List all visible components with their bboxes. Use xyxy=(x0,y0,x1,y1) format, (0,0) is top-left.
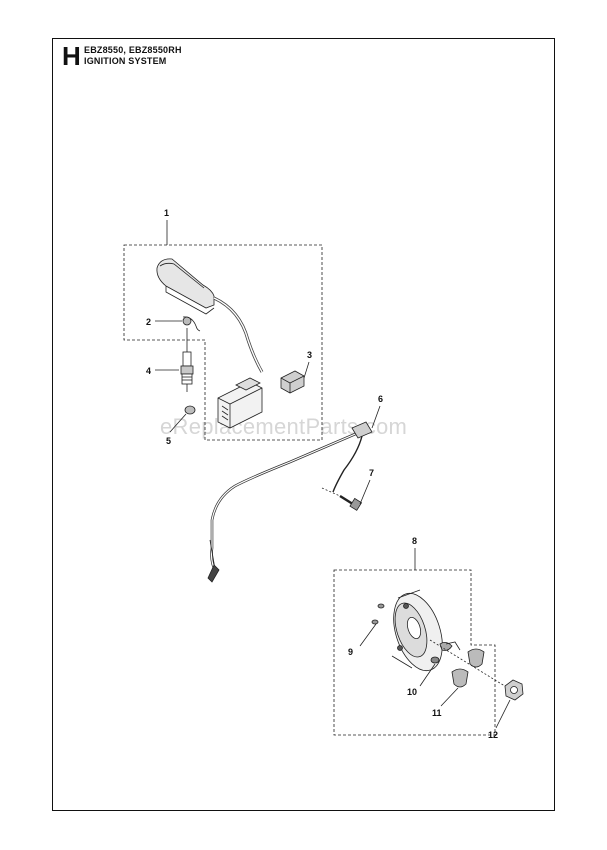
screw-7 xyxy=(321,487,363,511)
flywheel-nut xyxy=(504,679,524,701)
section-letter: H xyxy=(62,41,81,71)
cable-clamp xyxy=(280,370,305,394)
page-frame xyxy=(52,38,555,811)
section-title: IGNITION SYSTEM xyxy=(84,56,167,66)
callout-2: 2 xyxy=(146,317,151,327)
callout-9: 9 xyxy=(348,647,353,657)
callout-5: 5 xyxy=(166,436,171,446)
model-numbers: EBZ8550, EBZ8550RH xyxy=(84,45,182,55)
group-1-outline xyxy=(123,244,323,441)
callout-10: 10 xyxy=(407,687,417,697)
washer-9b xyxy=(371,619,379,625)
callout-11: 11 xyxy=(432,708,442,718)
callout-12: 12 xyxy=(488,730,498,740)
pawl-right xyxy=(467,648,485,668)
flywheel xyxy=(391,589,443,672)
ignition-coil-cover xyxy=(156,258,215,315)
washer xyxy=(184,405,196,415)
stop-switch-cable xyxy=(210,430,361,573)
callout-4: 4 xyxy=(146,366,151,376)
ignition-lead xyxy=(213,296,264,373)
spring-clip xyxy=(182,316,201,332)
ignition-module xyxy=(217,377,263,429)
callout-6: 6 xyxy=(378,394,383,404)
ground-terminal xyxy=(332,421,373,493)
callout-1: 1 xyxy=(164,208,169,218)
group-8-outline xyxy=(333,569,496,736)
pawl-10 xyxy=(430,656,440,664)
callout-3: 3 xyxy=(307,350,312,360)
pawl-11 xyxy=(451,668,469,688)
callout-8: 8 xyxy=(412,536,417,546)
pawl-spring xyxy=(439,641,461,651)
washer-9a xyxy=(377,603,385,609)
callout-7: 7 xyxy=(369,468,374,478)
spark-plug xyxy=(180,328,194,392)
